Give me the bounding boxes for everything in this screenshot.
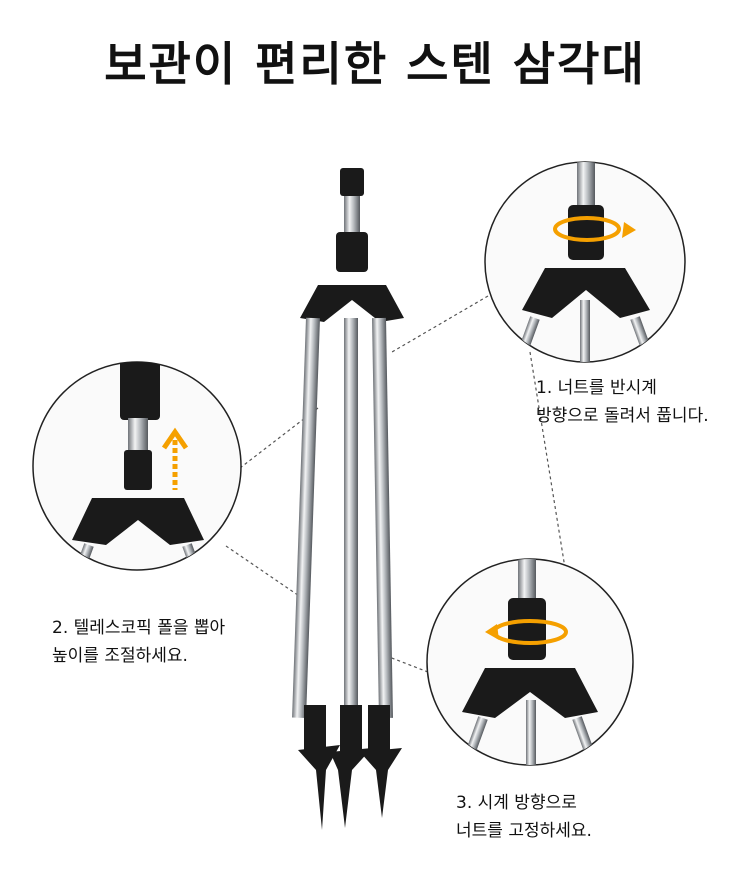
page-title: 보관이 편리한 스텐 삼각대 — [104, 37, 646, 91]
step-2-caption: 2. 텔레스코픽 폴을 뽑아 높이를 조절하세요. — [52, 614, 225, 670]
tripod — [292, 168, 404, 830]
step-3-line2: 너트를 고정하세요. — [456, 821, 592, 841]
rotate-ccw-arrow-icon — [553, 216, 621, 242]
detail-circle-loosen — [484, 161, 686, 363]
detail-circle-tighten — [426, 558, 634, 766]
step-1-line2: 방향으로 돌려서 풉니다. — [536, 406, 709, 426]
step-2-line2: 높이를 조절하세요. — [52, 646, 188, 666]
step-1-caption: 1. 너트를 반시계 방향으로 돌려서 풉니다. — [536, 374, 709, 430]
connector-lines — [225, 295, 566, 673]
detail-circle-extend — [32, 361, 242, 571]
step-2-line1: 2. 텔레스코픽 폴을 뽑아 — [52, 618, 226, 638]
arrow-up-icon — [161, 427, 189, 490]
step-3-line1: 3. 시계 방향으로 — [456, 793, 577, 813]
step-1-line1: 1. 너트를 반시계 — [536, 378, 657, 398]
step-3-caption: 3. 시계 방향으로 너트를 고정하세요. — [456, 789, 592, 845]
